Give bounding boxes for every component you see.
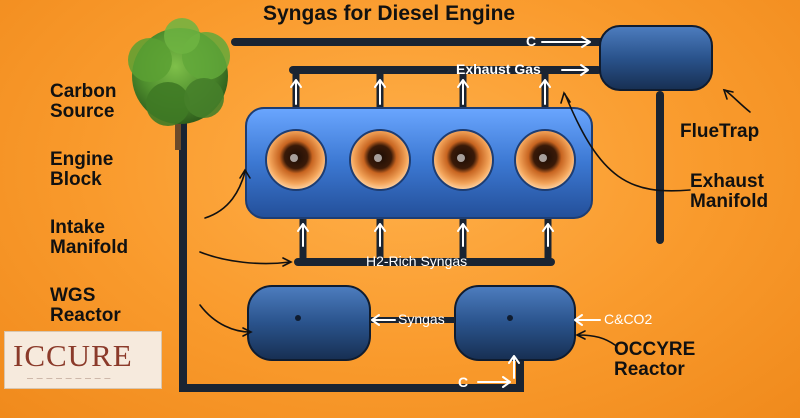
label-exhaust-manifold: Exhaust Manifold: [690, 172, 768, 212]
label-intake-manifold-line1: Intake: [50, 217, 105, 238]
label-exhaust-manifold-line1: Exhaust: [690, 171, 764, 192]
pointer-wgs-reactor: [199, 304, 253, 337]
flow-label-c-and-co2: C&CO2: [604, 311, 653, 327]
label-intake-manifold: Intake Manifold: [50, 218, 128, 258]
label-occyre-reactor-line2: Reactor: [614, 358, 685, 380]
label-flue-trap: FlueTrap: [680, 121, 760, 142]
label-carbon-source-line2: Source: [50, 100, 115, 122]
flow-label-syngas: Syngas: [398, 311, 445, 327]
pointer-occyre-reactor: [575, 330, 616, 346]
label-carbon-source: Carbon Source: [50, 82, 117, 122]
arrow-up-icon: [508, 355, 520, 379]
watermark-logo: ICCURE — — — — — — — — —: [4, 331, 162, 389]
arrow-up-icon: [374, 79, 386, 105]
label-engine-block-line2: Block: [50, 168, 102, 190]
flow-label-carbon-bottom: C: [458, 374, 469, 390]
arrow-up-icon: [290, 79, 302, 105]
arrow-up-icon: [539, 79, 551, 105]
pointer-exhaust-manifold: [560, 91, 691, 192]
arrow-up-icon: [542, 223, 554, 247]
flow-label-carbon-top: C: [526, 33, 537, 49]
flue-trap: [599, 25, 713, 91]
arrow-left-icon: [574, 314, 601, 326]
flow-label-exhaust-gas: Exhaust Gas: [456, 61, 541, 77]
pointer-engine-block: [204, 168, 251, 219]
diagram-title: Syngas for Diesel Engine: [263, 2, 516, 25]
pointer-intake-manifold: [199, 251, 293, 267]
arrow-up-icon: [457, 223, 469, 247]
label-wgs-reactor-line2: Reactor: [50, 304, 121, 326]
tree-icon: [128, 18, 230, 150]
arrow-up-icon: [374, 223, 386, 247]
arrow-right-icon: [477, 376, 511, 388]
label-engine-block: Engine Block: [50, 150, 113, 190]
label-engine-block-line1: Engine: [50, 149, 114, 170]
occyre-reactor-drum: [454, 285, 576, 361]
logo-text: ICCURE: [13, 338, 133, 373]
logo-tagline-mark: — — — — — — — — —: [27, 376, 112, 382]
label-intake-manifold-line2: Manifold: [50, 236, 129, 258]
pointer-flue-trap: [722, 88, 751, 113]
flow-label-h2-rich-syngas: H2-Rich Syngas: [366, 253, 468, 269]
label-exhaust-manifold-line2: Manifold: [690, 190, 769, 212]
wgs-reactor-drum: [247, 285, 371, 361]
label-wgs-reactor-line1: WGS: [50, 285, 96, 306]
arrow-up-icon: [297, 223, 309, 247]
label-carbon-source-line1: Carbon: [50, 81, 117, 102]
pipe-left-outer: [179, 56, 524, 392]
engine-block: [245, 107, 593, 219]
arrow-left-icon: [371, 314, 396, 326]
arrow-up-icon: [457, 79, 469, 105]
arrow-right-icon: [561, 64, 589, 76]
label-occyre-reactor: OCCYRE Reactor: [614, 340, 695, 380]
pointer-arrows: [199, 88, 751, 346]
label-occyre-reactor-line1: OCCYRE: [614, 339, 696, 360]
arrow-right-icon: [541, 36, 591, 48]
flow-arrows: [290, 36, 601, 388]
label-wgs-reactor: WGS Reactor: [50, 286, 121, 326]
